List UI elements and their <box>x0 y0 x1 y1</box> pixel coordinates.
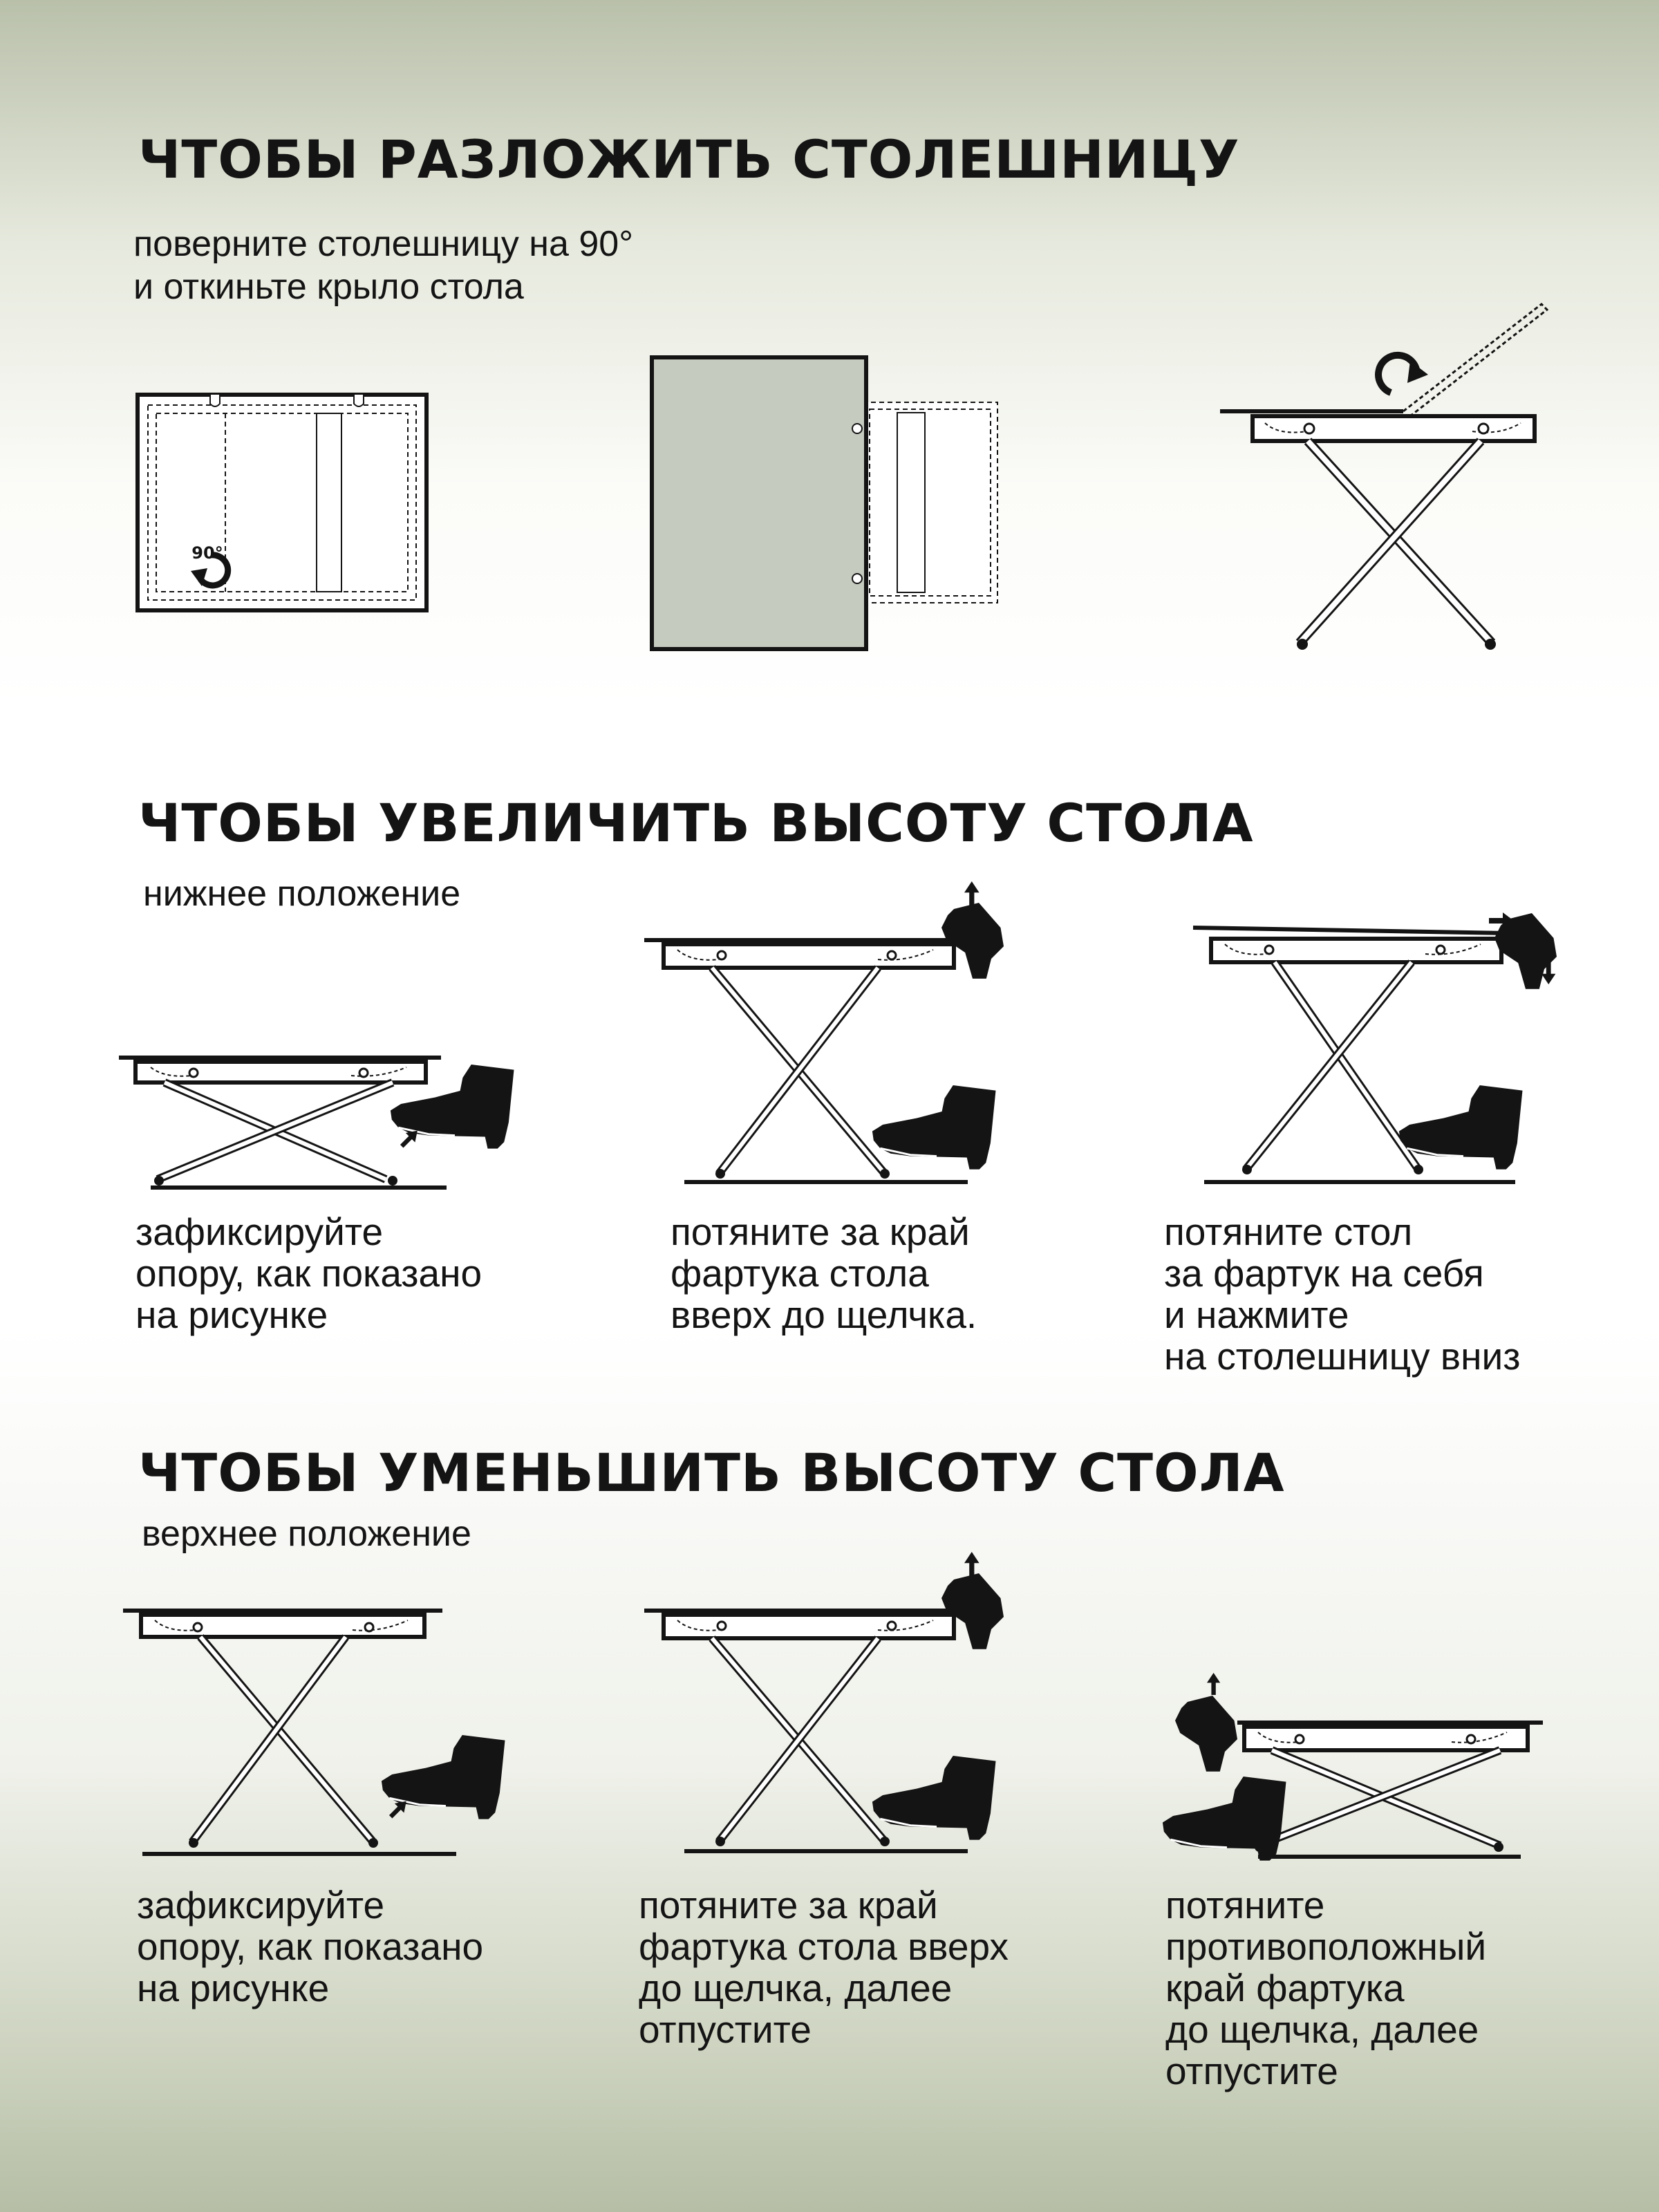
section-3-step-2-caption: потяните за край фартука стола вверх до … <box>639 1884 1009 2050</box>
boot-icon <box>871 1084 997 1171</box>
folding-table-icon <box>1220 303 1549 650</box>
high-table-pull-figure <box>644 1552 1004 1853</box>
section-1-heading: ЧТОБЫ РАЗЛОЖИТЬ СТОЛЕШНИЦУ <box>138 129 1240 190</box>
section-3-step-3-caption: потяните противоположный край фартука до… <box>1165 1884 1486 2092</box>
caption-line: фартука стола вверх <box>639 1925 1009 1968</box>
rotate-arrow-icon <box>1375 351 1421 396</box>
caption-line: опору, как показано <box>135 1252 482 1295</box>
caption-line: опору, как показано <box>137 1925 484 1968</box>
rotation-label: 90° <box>191 543 223 563</box>
caption-line: на столешницу вниз <box>1164 1335 1521 1378</box>
section-1-subtitle-line: и откиньте крыло стола <box>133 267 524 307</box>
arrow-up-icon <box>964 1552 980 1577</box>
caption-line: отпустите <box>639 2008 812 2051</box>
caption-line: край фартука <box>1165 1967 1405 2009</box>
unfolded-table-top-icon <box>650 355 998 651</box>
caption-line: потяните за край <box>639 1884 938 1927</box>
section-2-heading: ЧТОБЫ УВЕЛИЧИТЬ ВЫСОТУ СТОЛА <box>138 792 1254 854</box>
low-table-pull-figure <box>1161 1673 1543 1862</box>
boot-icon <box>1161 1775 1287 1862</box>
caption-line: отпустите <box>1165 2050 1338 2092</box>
caption-line: зафиксируйте <box>137 1884 385 1927</box>
arrow-up-icon <box>1207 1673 1221 1695</box>
section-1-subtitle: поверните столешницу на 90° и откиньте к… <box>133 223 633 308</box>
table-top-icon: 90° <box>135 393 429 612</box>
boot-icon <box>871 1754 997 1841</box>
caption-line: на рисунке <box>135 1293 328 1336</box>
section-2-step-2-caption: потяните за край фартука стола вверх до … <box>671 1211 977 1335</box>
caption-line: потяните <box>1165 1884 1325 1927</box>
section-2-subtitle: нижнее положение <box>143 874 461 914</box>
section-3-step-1-caption: зафиксируйте опору, как показано на рису… <box>137 1884 483 2009</box>
caption-line: потяните за край <box>671 1210 970 1253</box>
caption-line: фартука стола <box>671 1252 929 1295</box>
caption-line: и нажмите <box>1164 1293 1349 1336</box>
arrow-up-icon <box>964 881 980 906</box>
caption-line: противоположный <box>1165 1925 1487 1968</box>
caption-line: за фартук на себя <box>1164 1252 1484 1295</box>
caption-line: вверх до щелчка. <box>671 1293 977 1336</box>
boot-icon <box>1398 1084 1524 1171</box>
caption-line: на рисунке <box>137 1967 330 2009</box>
boot-icon <box>1175 1696 1237 1772</box>
low-table-figure <box>119 1056 515 1190</box>
section-3-heading: ЧТОБЫ УМЕНЬШИТЬ ВЫСОТУ СТОЛА <box>138 1442 1285 1503</box>
section-1-subtitle-line: поверните столешницу на 90° <box>133 224 634 264</box>
section-3-subtitle: верхнее положение <box>142 1514 471 1554</box>
section-2-step-1-caption: зафиксируйте опору, как показано на рису… <box>135 1211 482 1335</box>
high-table-figure <box>644 881 1004 1184</box>
section-2-step-3-caption: потяните стол за фартук на себя и нажмит… <box>1164 1211 1520 1377</box>
caption-line: до щелчка, далее <box>639 1967 953 2009</box>
caption-line: потяните стол <box>1164 1210 1413 1253</box>
caption-line: зафиксируйте <box>135 1210 384 1253</box>
high-table-fix-figure <box>123 1609 506 1856</box>
caption-line: до щелчка, далее <box>1165 2008 1479 2051</box>
press-table-figure <box>1192 912 1557 1184</box>
